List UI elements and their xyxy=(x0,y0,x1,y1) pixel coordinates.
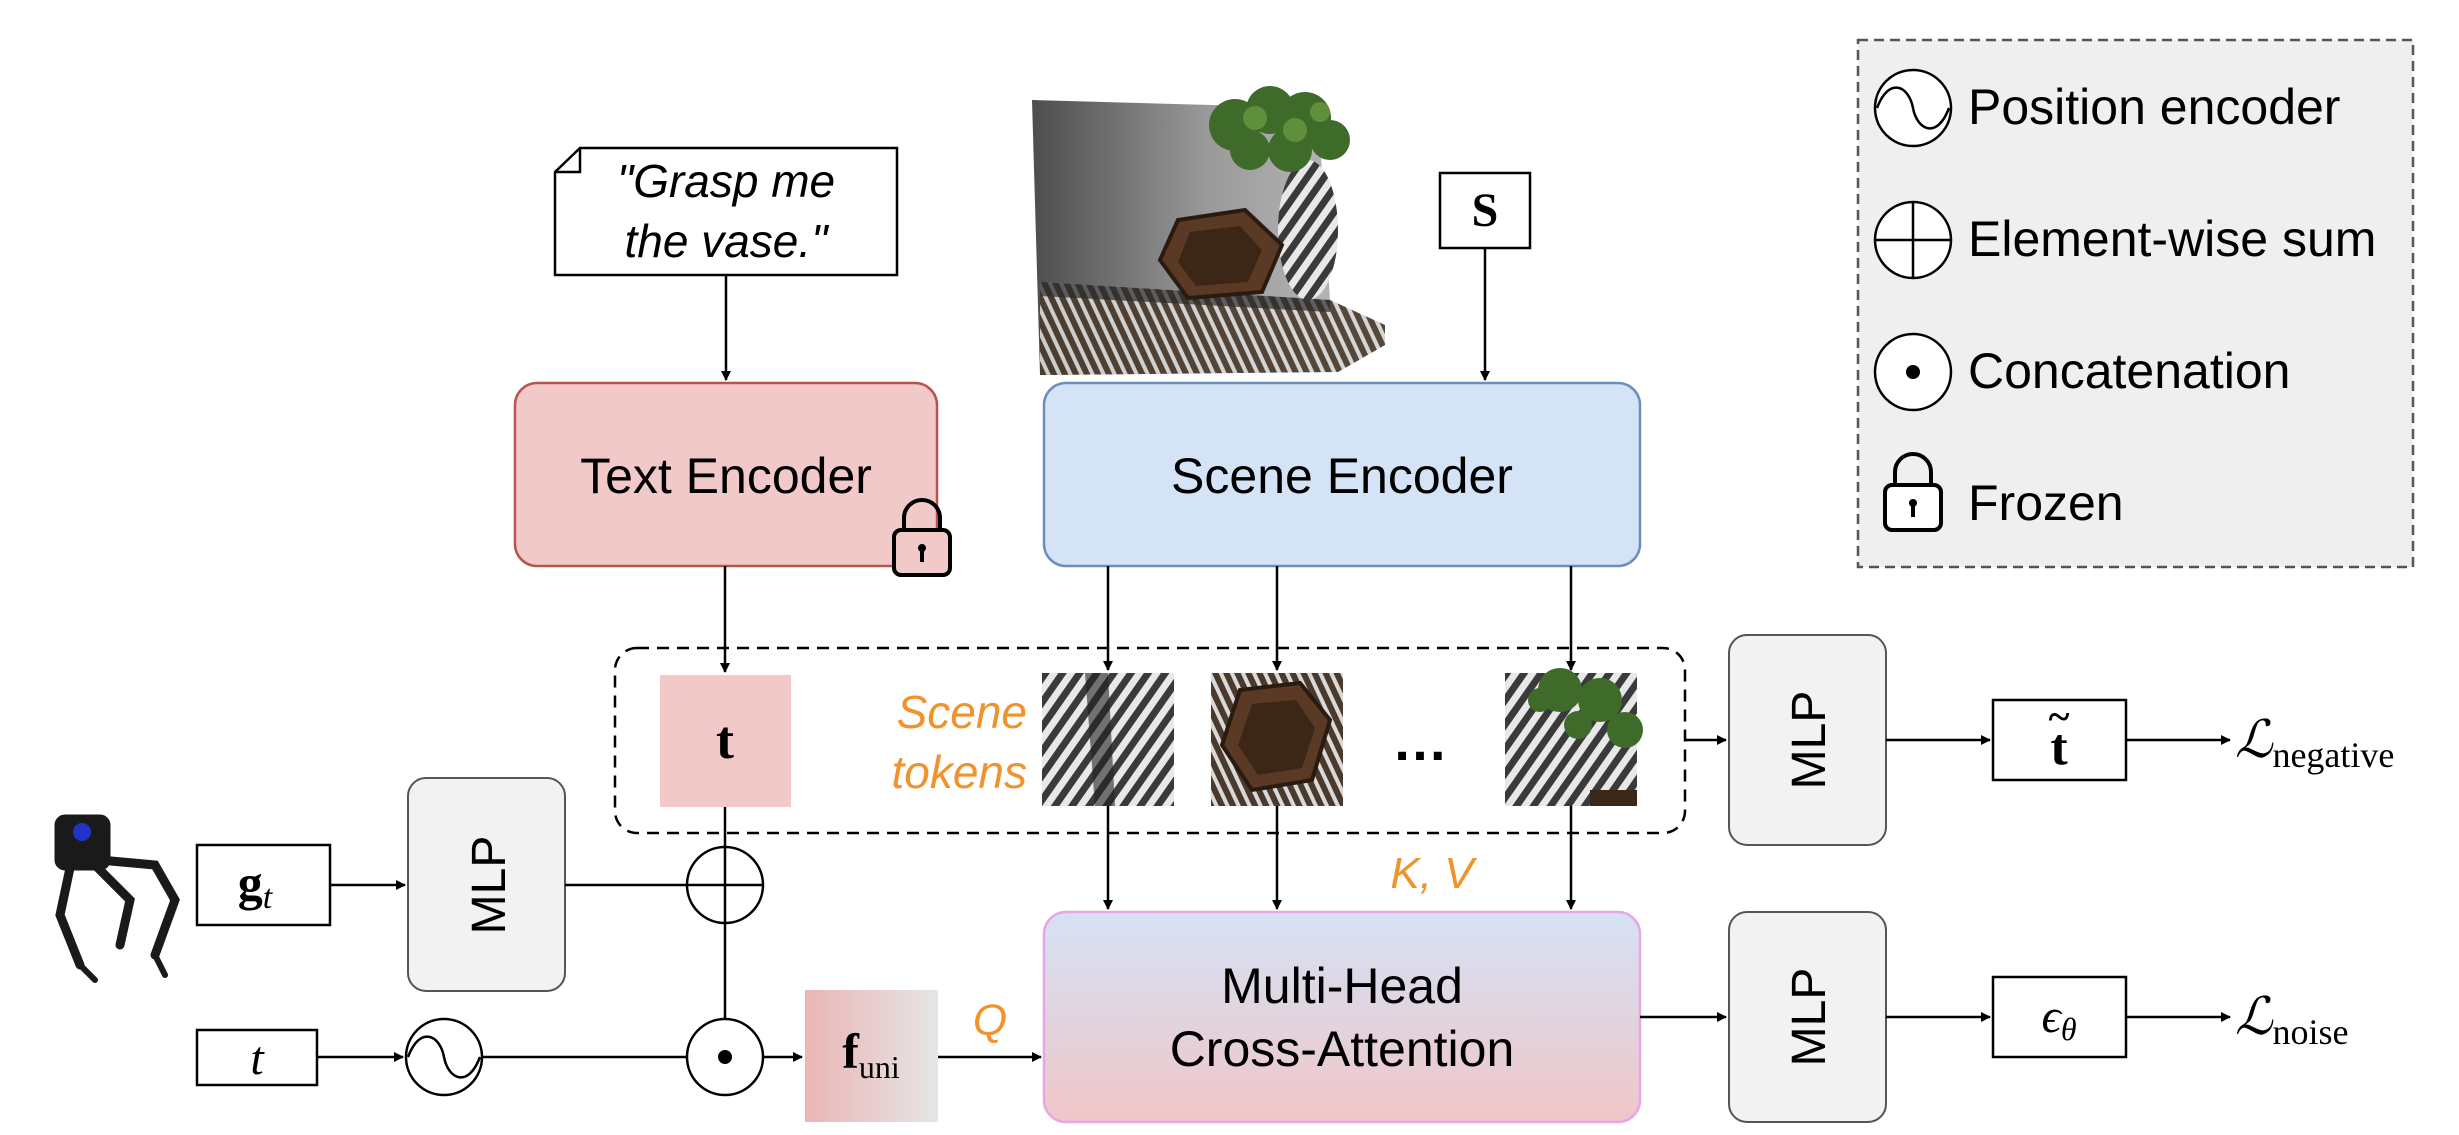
svg-text:gt: gt xyxy=(238,855,274,916)
t-tilde-symbol: t xyxy=(2050,719,2068,776)
cross-attention-label-line2: Cross-Attention xyxy=(1170,1021,1515,1077)
loss-noise-subscript: noise xyxy=(2272,1012,2348,1052)
legend-concat-label: Concatenation xyxy=(1968,343,2290,399)
kv-label: K, V xyxy=(1390,849,1477,898)
legend-concat-icon xyxy=(1873,332,1953,412)
scene-input-symbol: S xyxy=(1472,184,1499,237)
token-ellipsis: … xyxy=(1392,709,1448,772)
grasp-mlp-label: MLP xyxy=(463,836,516,935)
legend-sum-icon xyxy=(1873,200,1953,280)
language-prompt-note: "Grasp me the vase." xyxy=(553,146,899,277)
position-encoder-icon xyxy=(404,1017,484,1097)
epsilon-subscript: θ xyxy=(2061,1011,2077,1047)
scene-input-box xyxy=(1438,171,1532,250)
scene-token-1 xyxy=(1042,673,1174,806)
scene-encoder-box xyxy=(1042,381,1642,568)
loss-negative-symbol: ℒ xyxy=(2235,712,2274,769)
scene-image xyxy=(1032,86,1385,375)
prompt-line-1: "Grasp me xyxy=(617,155,835,207)
legend-frozen-label: Frozen xyxy=(1968,475,2124,531)
grasp-input-box xyxy=(195,843,332,927)
cross-attention-label-line1: Multi-Head xyxy=(1221,958,1463,1014)
unified-feature-box xyxy=(805,990,938,1122)
text-token xyxy=(660,675,791,807)
text-encoder-label: Text Encoder xyxy=(580,448,872,504)
concatenation-icon xyxy=(685,1017,765,1097)
scene-token-2 xyxy=(1211,673,1343,806)
frozen-lock-icon xyxy=(892,498,952,577)
scene-tokens-label-line1: Scene xyxy=(897,686,1027,738)
predicted-noise-box xyxy=(1991,975,2128,1059)
timestep-symbol: t xyxy=(250,1032,265,1085)
legend-position-encoder-icon xyxy=(1873,68,1953,148)
epsilon-symbol: ϵ xyxy=(2041,990,2062,1043)
element-wise-sum-icon xyxy=(685,845,765,925)
svg-text:ℒnoise: ℒnoise xyxy=(2235,989,2348,1052)
loss-noise-symbol: ℒ xyxy=(2235,989,2274,1046)
grasp-symbol: g xyxy=(238,855,263,911)
scene-token-3 xyxy=(1505,668,1643,806)
prompt-line-2: the vase." xyxy=(624,215,830,267)
f-uni-subscript: uni xyxy=(859,1049,900,1085)
gripper-image xyxy=(54,814,180,983)
connector-arrows xyxy=(317,248,2231,1062)
predicted-text-embedding-box xyxy=(1991,698,2128,782)
svg-text:ℒnegative: ℒnegative xyxy=(2235,712,2394,775)
cross-attention-box xyxy=(1042,910,1642,1124)
scene-tokens-label-line2: tokens xyxy=(891,746,1027,798)
legend-box xyxy=(1856,38,2415,569)
legend: Position encoder Element-wise sum Concat… xyxy=(1856,38,2415,569)
legend-lock-icon xyxy=(1883,452,1943,532)
t-tilde-mark: ~ xyxy=(2049,694,2070,739)
svg-text:ϵθ: ϵθ xyxy=(2041,990,2076,1047)
grasp-subscript: t xyxy=(263,879,274,916)
legend-sum-label: Element-wise sum xyxy=(1968,211,2376,267)
q-label: Q xyxy=(973,996,1007,1045)
f-uni-symbol: f xyxy=(842,1023,860,1079)
text-token-symbol: t xyxy=(716,710,734,770)
legend-position-encoder-label: Position encoder xyxy=(1968,79,2340,135)
scene-encoder-label: Scene Encoder xyxy=(1171,448,1513,504)
svg-text:funi: funi xyxy=(842,1023,900,1085)
negative-mlp-label: MLP xyxy=(1783,691,1836,790)
noise-mlp-label: MLP xyxy=(1783,968,1836,1067)
loss-negative-subscript: negative xyxy=(2272,735,2394,775)
